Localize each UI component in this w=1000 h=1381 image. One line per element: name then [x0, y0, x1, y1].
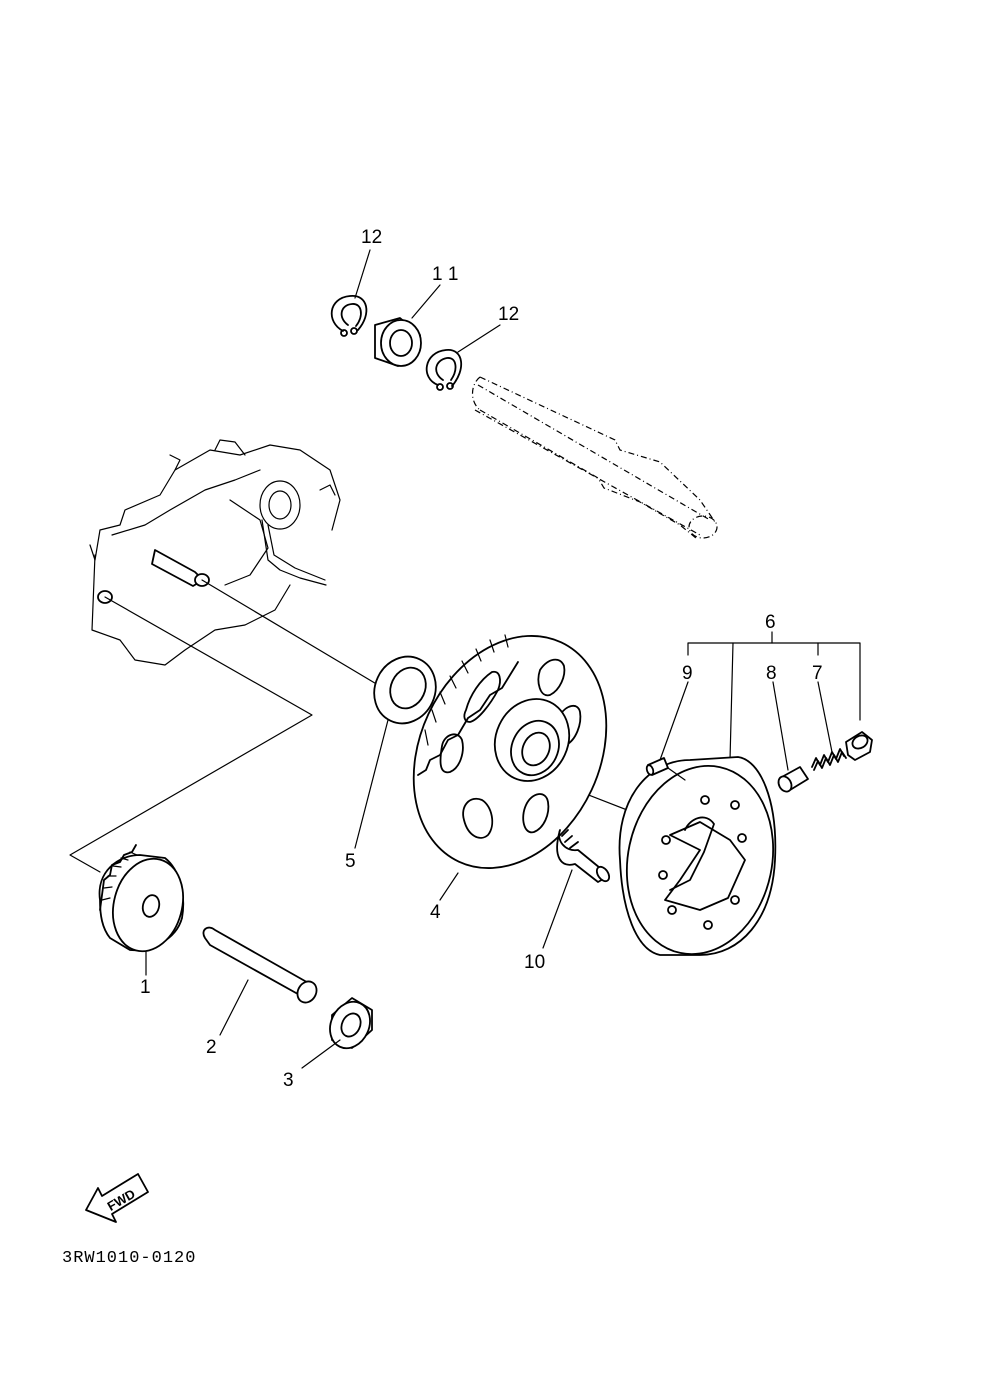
part-6-bracket: [687, 631, 861, 761]
label-part-8: 8: [766, 663, 777, 684]
kick-shaft: [471, 376, 718, 539]
part-1-idle-gear: [98, 844, 185, 953]
part-9-pin: [645, 757, 686, 781]
part-8-roller: [777, 766, 809, 793]
label-part-11: 1 1: [432, 264, 458, 285]
part-5-washer: [373, 655, 437, 725]
leader-lines: [145, 249, 833, 1069]
label-part-7: 7: [812, 663, 823, 684]
engine-case: [89, 439, 341, 666]
part-4-wheel-gear: [412, 634, 608, 869]
label-part-2: 2: [206, 1037, 217, 1058]
label-part-5: 5: [345, 851, 356, 872]
alignment-lines: [69, 384, 711, 873]
label-part-9: 9: [682, 663, 693, 684]
part-3-collar: [329, 997, 373, 1050]
label-part-10: 10: [524, 952, 545, 973]
label-part-6: 6: [765, 612, 776, 633]
label-part-1: 1: [140, 977, 151, 998]
label-part-12-left: 12: [361, 227, 382, 248]
part-12-circlip-left: [330, 295, 368, 337]
label-part-3: 3: [283, 1070, 294, 1091]
part-labels: 12 1 1 12 6 9 8 7 5 4 10 1 2 3: [140, 227, 823, 1091]
part-2-shaft: [202, 926, 318, 1004]
diagram-code: 3RW1010-0120: [62, 1249, 196, 1268]
part-11-collar: [374, 317, 422, 367]
part-12-circlip-right: [425, 349, 462, 391]
label-part-4: 4: [430, 902, 441, 923]
label-part-12-right: 12: [498, 304, 519, 325]
fwd-arrow-icon: FWD: [85, 1173, 149, 1223]
one-way-clutch-housing: [618, 756, 777, 956]
part-7-spring: [811, 731, 873, 771]
part-10-bolt: [556, 829, 611, 883]
